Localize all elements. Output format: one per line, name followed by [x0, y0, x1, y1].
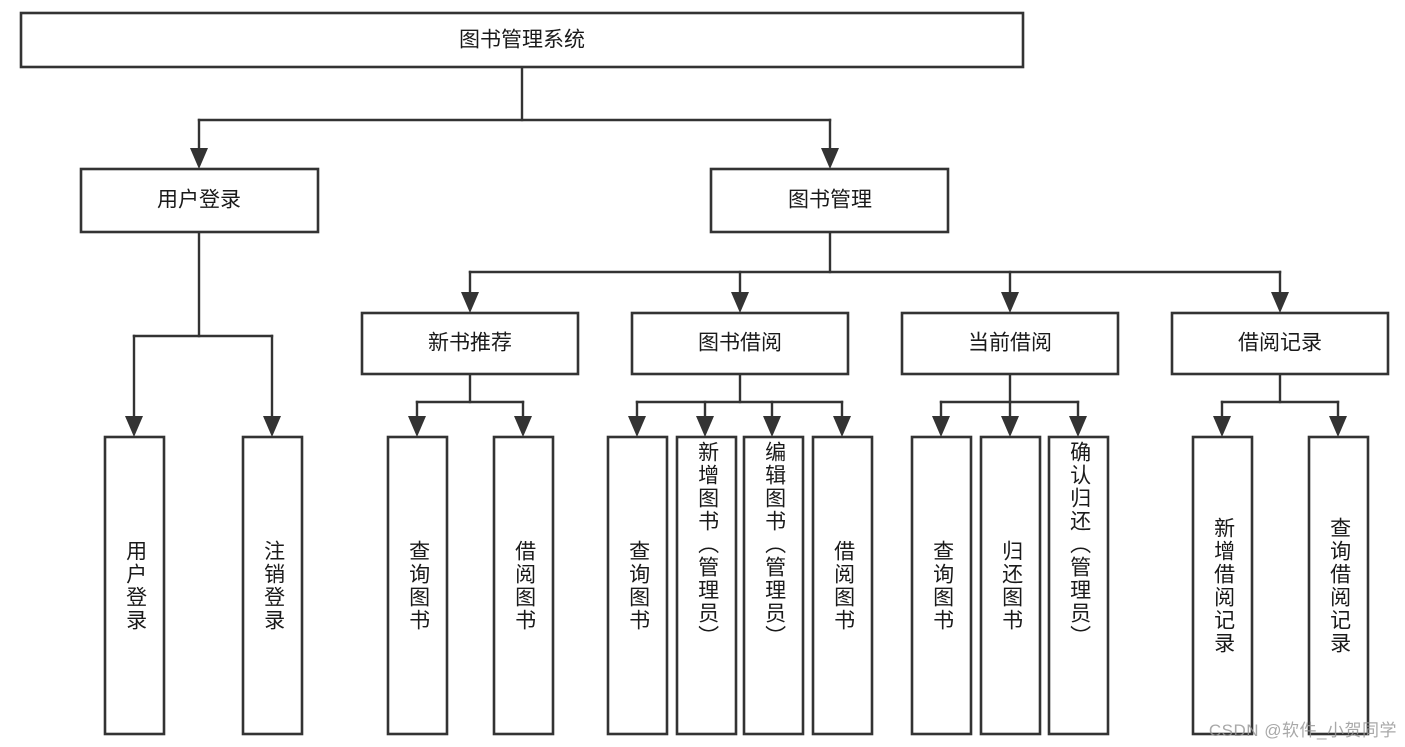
connector-borrowrecord-to-leaves	[1213, 372, 1347, 437]
leaf-current-borrow-1-wrap: 归还图书	[981, 437, 1040, 734]
connector-newbook-to-leaves	[408, 372, 532, 437]
leaf-current-borrow-1[interactable]	[979, 435, 1042, 736]
leaf-user-login-1[interactable]	[241, 435, 304, 736]
leaf-borrow-record-0[interactable]	[1191, 435, 1254, 736]
node-user-login-label: 用户登录	[157, 189, 241, 212]
node-book-borrow-label: 图书借阅	[698, 332, 782, 355]
leaf-new-book-1-wrap: 借阅图书	[494, 437, 553, 734]
node-book-management[interactable]	[709, 167, 950, 234]
leaf-user-login-0[interactable]	[103, 435, 166, 736]
leaf-user-login-0-wrap: 用户登录	[105, 437, 164, 734]
leaf-book-borrow-3-wrap: 借阅图书	[813, 437, 872, 734]
connector-bookborrow-to-leaves	[628, 372, 851, 437]
leaf-user-login-1-wrap: 注销登录	[243, 437, 302, 734]
node-borrow-record[interactable]	[1170, 311, 1390, 376]
leaf-current-borrow-2-label: 确认归还（管理员）	[1067, 441, 1091, 648]
node-root[interactable]	[19, 11, 1025, 69]
leaf-book-borrow-0-wrap: 查询图书	[608, 437, 667, 734]
node-book-management-label: 图书管理	[788, 189, 872, 212]
connector-userlogin-to-leaves	[125, 230, 281, 437]
leaf-book-borrow-2-wrap: 编辑图书（管理员）	[744, 441, 803, 734]
leaf-borrow-record-1[interactable]	[1307, 435, 1370, 736]
node-current-borrow[interactable]	[900, 311, 1120, 376]
leaf-book-borrow-3[interactable]	[811, 435, 874, 736]
node-root-label: 图书管理系统	[459, 29, 585, 52]
leaf-current-borrow-2-wrap: 确认归还（管理员）	[1049, 441, 1108, 734]
leaf-current-borrow-1-label: 归还图书	[999, 539, 1023, 632]
watermark-text: CSDN @软件_小贺同学	[1208, 721, 1397, 740]
leaf-borrow-record-1-wrap: 查询借阅记录	[1309, 437, 1368, 734]
node-current-borrow-label: 当前借阅	[968, 332, 1052, 355]
connector-bookmgmt-to-level3	[461, 230, 1289, 313]
leaf-user-login-0-label: 用户登录	[123, 539, 147, 632]
node-book-borrow[interactable]	[630, 311, 850, 376]
leaf-new-book-0-wrap: 查询图书	[388, 437, 447, 734]
leaf-book-borrow-2[interactable]	[742, 435, 805, 736]
node-borrow-record-label: 借阅记录	[1238, 332, 1322, 355]
node-new-book-recommend[interactable]	[360, 311, 580, 376]
leaf-new-book-1[interactable]	[492, 435, 555, 736]
leaf-user-login-1-label: 注销登录	[261, 539, 285, 632]
node-new-book-recommend-label: 新书推荐	[428, 332, 512, 355]
leaf-new-book-1-label: 借阅图书	[512, 539, 536, 632]
leaf-book-borrow-2-label: 编辑图书（管理员）	[762, 441, 786, 648]
leaf-book-borrow-1-label: 新增图书（管理员）	[695, 441, 719, 648]
leaf-book-borrow-0[interactable]	[606, 435, 669, 736]
leaf-book-borrow-1[interactable]	[675, 435, 738, 736]
connector-root-to-level2	[190, 65, 839, 169]
leaf-book-borrow-1-wrap: 新增图书（管理员）	[677, 441, 736, 734]
leaf-current-borrow-0-label: 查询图书	[930, 539, 954, 632]
leaf-current-borrow-0[interactable]	[910, 435, 973, 736]
leaf-current-borrow-0-wrap: 查询图书	[912, 437, 971, 734]
leaf-new-book-0[interactable]	[386, 435, 449, 736]
leaf-new-book-0-label: 查询图书	[406, 539, 430, 632]
leaf-borrow-record-0-label: 新增借阅记录	[1211, 516, 1235, 655]
node-user-login[interactable]	[79, 167, 320, 234]
leaf-current-borrow-2[interactable]	[1047, 435, 1110, 736]
leaf-borrow-record-1-label: 查询借阅记录	[1327, 516, 1351, 655]
leaf-book-borrow-0-label: 查询图书	[626, 539, 650, 632]
leaf-borrow-record-0-wrap: 新增借阅记录	[1193, 437, 1252, 734]
connector-currentborrow-to-leaves	[932, 372, 1087, 437]
leaf-book-borrow-3-label: 借阅图书	[831, 539, 855, 632]
